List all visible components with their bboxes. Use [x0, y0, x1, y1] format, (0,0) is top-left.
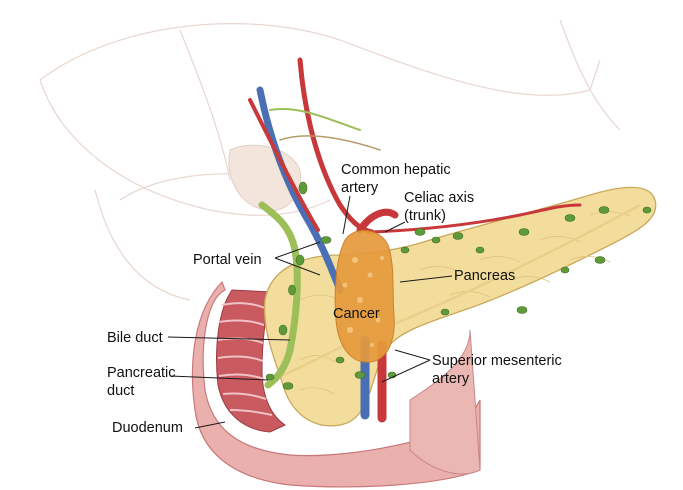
label-celiac-axis-line1: Celiac axis [404, 190, 474, 206]
label-pancreatic-duct-line1: Pancreatic [107, 365, 176, 381]
label-superior-mesenteric-artery-line1: Superior mesenteric [432, 353, 562, 369]
labels: Common hepatic artery Celiac axis (trunk… [107, 162, 562, 436]
label-superior-mesenteric-artery-line2: artery [432, 371, 470, 387]
label-pancreatic-duct-line2: duct [107, 383, 134, 399]
duodenum-folds [217, 302, 273, 416]
stomach [409, 329, 481, 475]
tumor-texture [342, 256, 384, 347]
bile-duct [258, 201, 301, 389]
label-cancer: Cancer [333, 306, 380, 322]
label-bile-duct: Bile duct [107, 330, 163, 346]
vessels [248, 57, 582, 294]
leader-lines [167, 195, 453, 429]
label-duodenum: Duodenum [112, 420, 183, 436]
liver-outline [39, 19, 621, 301]
lymph-nodes [265, 181, 652, 390]
label-portal-vein: Portal vein [193, 252, 262, 268]
label-pancreas: Pancreas [454, 268, 515, 284]
pancreatic-duct [269, 203, 641, 382]
duodenum-inner [216, 289, 287, 433]
label-common-hepatic-artery-line1: Common hepatic [341, 162, 451, 178]
tumor [334, 230, 395, 363]
label-celiac-axis-line2: (trunk) [404, 208, 446, 224]
label-common-hepatic-artery-line2: artery [341, 180, 379, 196]
